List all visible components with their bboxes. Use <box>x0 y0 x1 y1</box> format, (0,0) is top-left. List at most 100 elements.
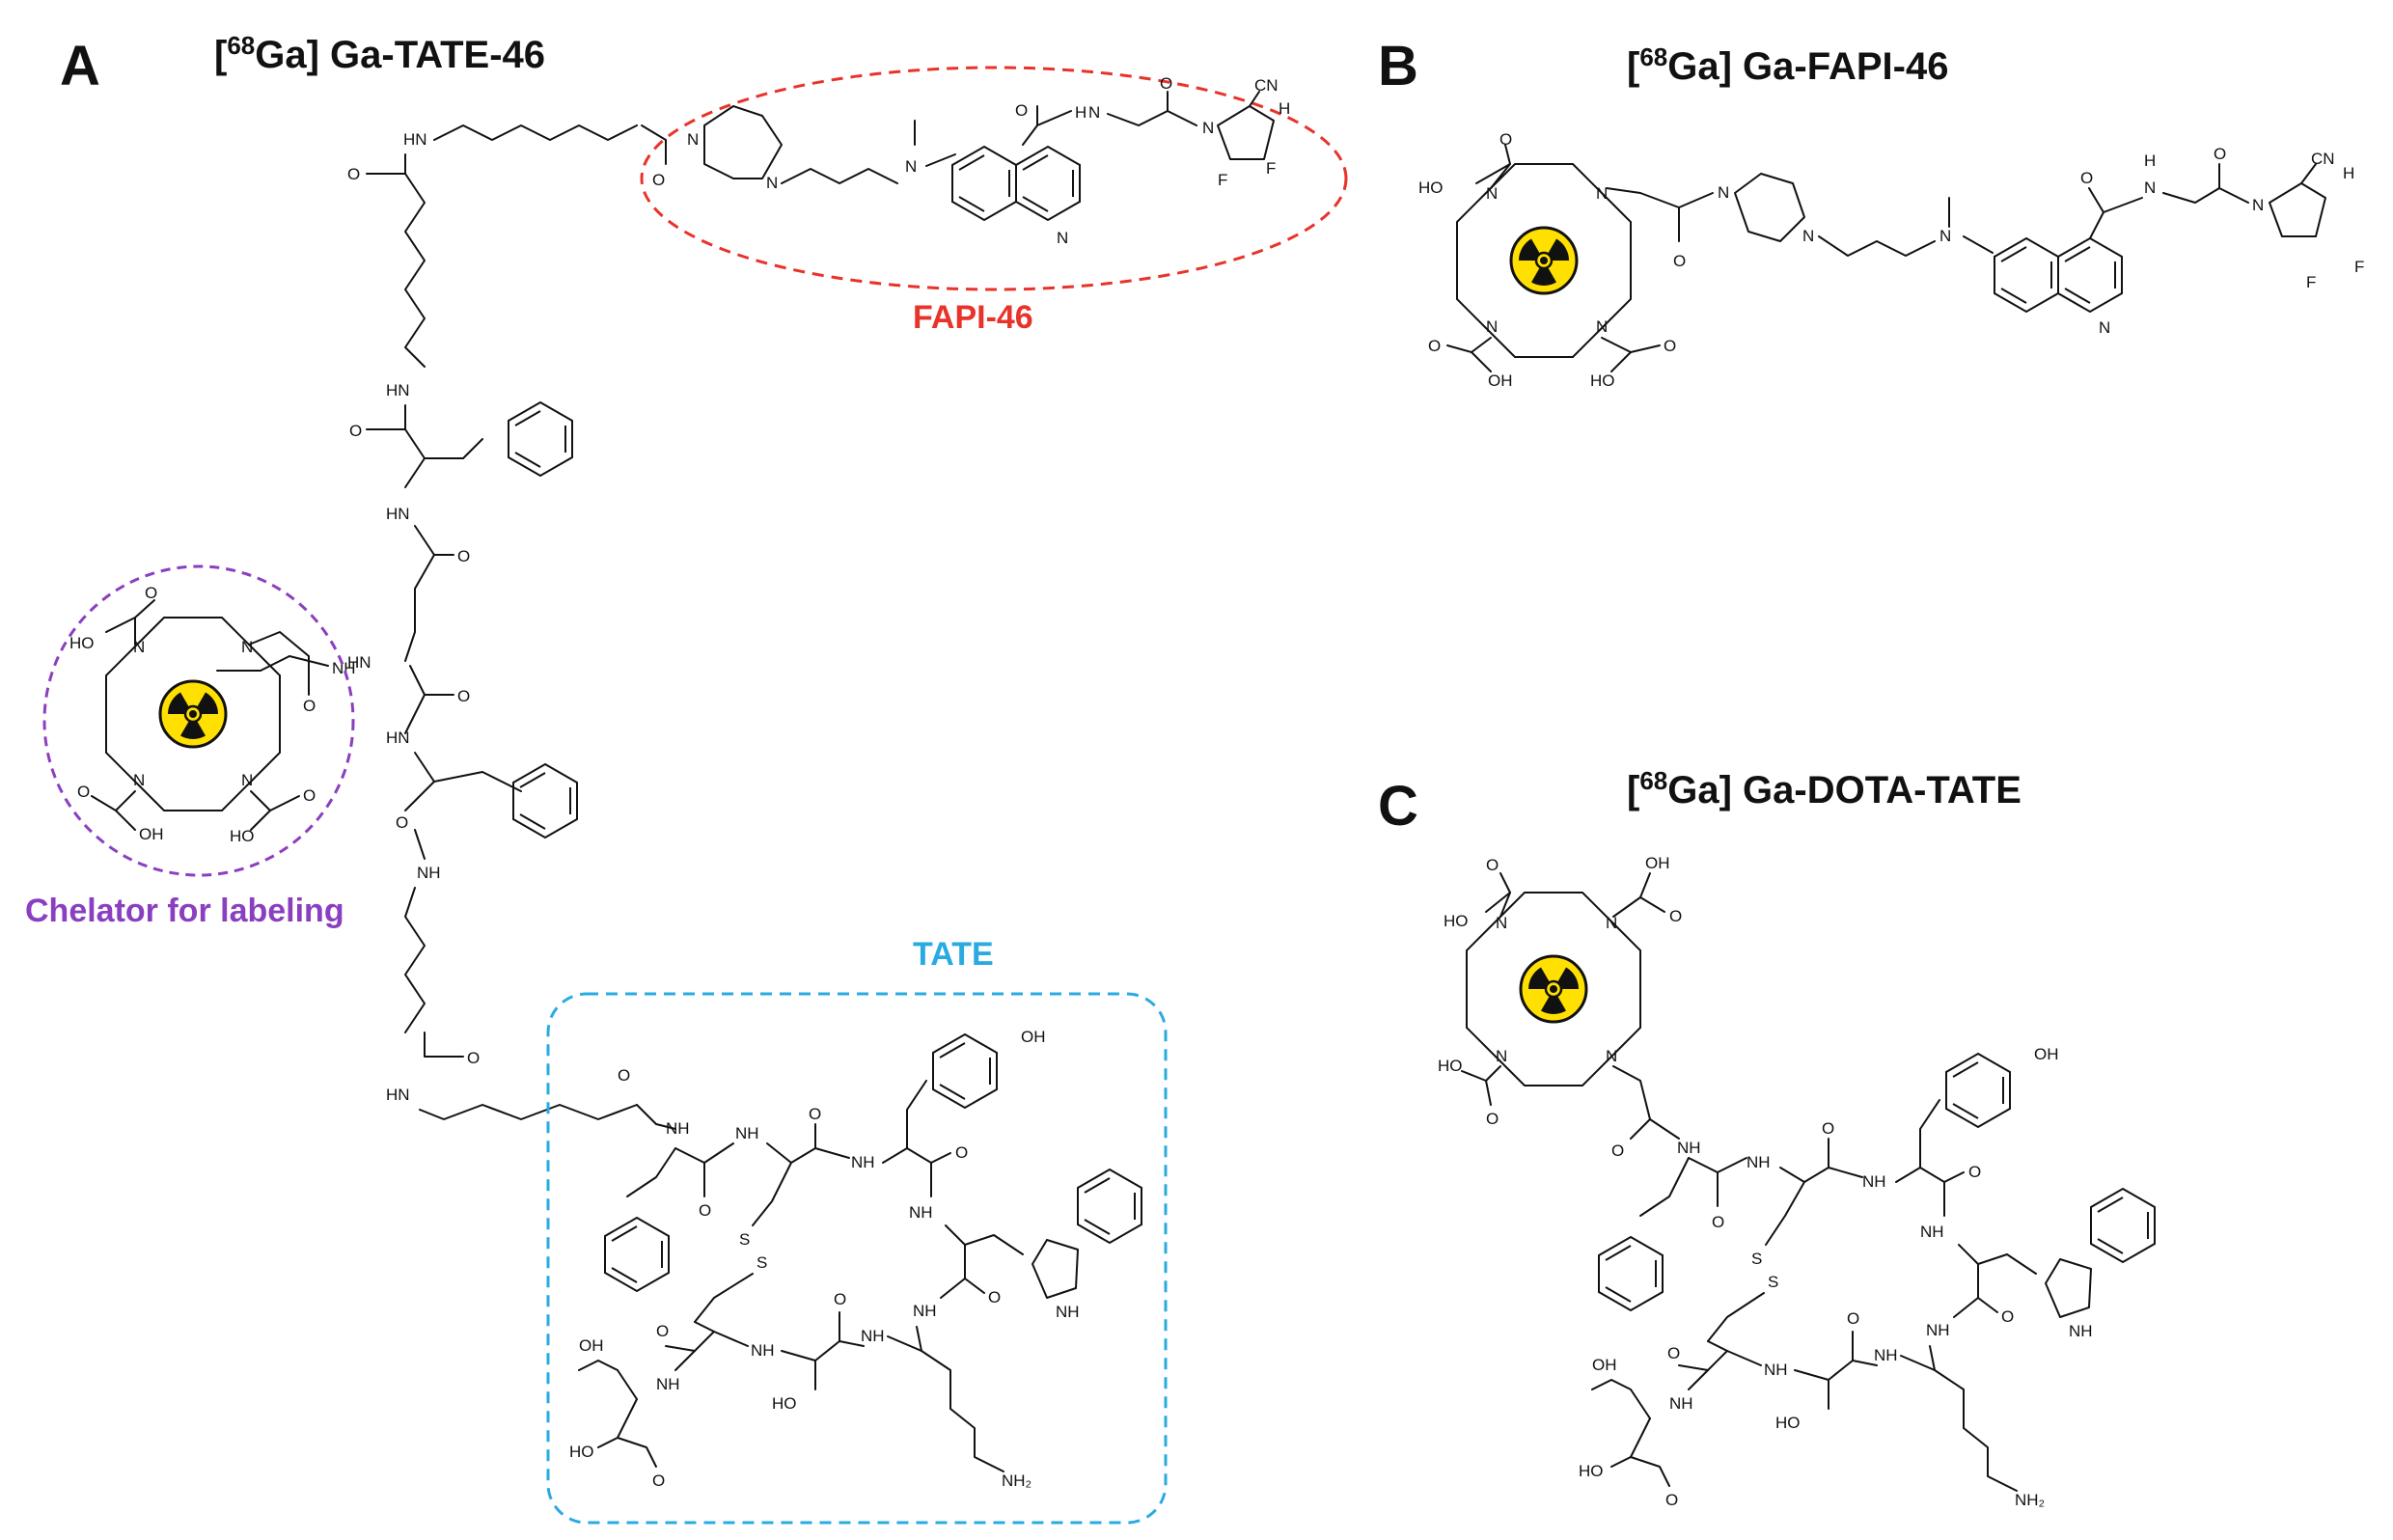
atom-label: HO <box>772 1394 797 1413</box>
atom-label: N <box>1496 1047 1507 1065</box>
atom-label: NH <box>666 1119 690 1138</box>
atom-label: HO <box>69 634 95 652</box>
atom-label: H <box>2144 151 2156 170</box>
atom-label: O <box>1712 1213 1724 1231</box>
atom-label: N <box>2099 318 2110 337</box>
atom-label: O <box>145 584 157 602</box>
atom-label: HN <box>347 653 371 672</box>
atom-label: HN <box>386 505 410 523</box>
fapi-46-region: O N N N N O H N O N CN H F F FAP <box>640 66 1348 336</box>
atom-label: O <box>1664 337 1676 355</box>
radiation-hazard-icon <box>1519 954 1588 1024</box>
atom-label: NH₂ <box>1002 1471 1031 1490</box>
atom-label: F <box>1266 159 1276 178</box>
atom-label: O <box>1486 856 1499 874</box>
atom-label: HO <box>230 827 255 845</box>
atom-label: HN <box>386 1086 410 1104</box>
atom-label: NH <box>861 1327 885 1345</box>
atom-label: NH <box>1677 1139 1701 1157</box>
atom-label: OH <box>579 1336 604 1355</box>
atom-label: N <box>2252 196 2264 214</box>
atom-label: N <box>1606 1047 1617 1065</box>
atom-label: O <box>618 1066 630 1085</box>
atom-label: N <box>1606 914 1617 932</box>
atom-label: HN <box>403 130 427 149</box>
atom-label: O <box>652 171 665 189</box>
atom-label: O <box>1486 1110 1499 1128</box>
panel-b: B [68Ga] Ga-FAPI-46 N N N N O HO O N N N… <box>1378 35 2364 390</box>
atom-label: HO <box>1444 912 1469 930</box>
atom-label: O <box>809 1105 821 1123</box>
atom-label: O <box>1665 1491 1678 1509</box>
atom-label: O <box>1968 1163 1981 1181</box>
atom-label: F <box>2306 273 2316 291</box>
atom-label: N <box>1596 184 1608 203</box>
atom-label: N <box>2144 179 2156 197</box>
atom-label: O <box>2080 169 2093 187</box>
atom-label: NH <box>1669 1394 1693 1413</box>
atom-label: O <box>955 1143 968 1162</box>
atom-label: S <box>739 1230 750 1249</box>
chelator-label: Chelator for labeling <box>25 893 344 929</box>
atom-label: F <box>1218 171 1227 189</box>
panel-b-letter: B <box>1378 35 1418 97</box>
atom-label: HO <box>1775 1414 1801 1432</box>
atom-label: N <box>1596 317 1608 336</box>
panel-b-title: [68Ga] Ga-FAPI-46 <box>1627 42 1948 88</box>
panel-a-letter: A <box>60 35 100 97</box>
atom-label: O <box>457 687 470 705</box>
atom-label: NH <box>913 1302 937 1320</box>
atom-label: OH <box>1488 371 1513 390</box>
atom-label: O <box>467 1049 480 1067</box>
atom-label: HO <box>1438 1057 1463 1075</box>
atom-label: HO <box>569 1443 594 1461</box>
atom-label: N <box>1939 227 1951 245</box>
atom-label: N <box>687 130 699 149</box>
tate-label: TATE <box>913 936 994 973</box>
atom-label: O <box>1015 101 1028 120</box>
panel-a-title: [68Ga] Ga-TATE-46 <box>214 31 545 76</box>
atom-label: O <box>303 697 316 715</box>
chelator-region: N N N N O HO O O OH O HO Chelator for la… <box>25 564 355 929</box>
radiation-hazard-icon <box>1509 226 1579 295</box>
atom-label: NH₂ <box>2015 1491 2045 1509</box>
atom-label: NH <box>1920 1223 1944 1241</box>
atom-label: O <box>1822 1119 1834 1138</box>
atom-label: NH <box>1764 1361 1788 1379</box>
atom-label: OH <box>1021 1028 1046 1046</box>
atom-label: N <box>905 157 917 176</box>
atom-label: HN <box>386 381 410 399</box>
atom-label: O <box>1667 1344 1680 1362</box>
atom-label: HO <box>1579 1462 1604 1480</box>
atom-label: N <box>1486 317 1498 336</box>
panel-c: C [68Ga] Ga-DOTA-TATE N N N N O HO OH O … <box>1378 766 2156 1509</box>
atom-label: F <box>2354 258 2364 276</box>
atom-label: O <box>656 1322 669 1340</box>
atom-label: CN <box>2311 150 2335 168</box>
atom-label: NH <box>735 1124 759 1142</box>
panel-a: A [68Ga] Ga-TATE-46 HN O HN O HN O HN O … <box>25 31 1348 1525</box>
atom-label: N <box>241 771 253 789</box>
atom-label: NH <box>656 1375 680 1393</box>
atom-label: O <box>1499 130 1512 149</box>
atom-label: N <box>1718 183 1729 202</box>
atom-label: N <box>1496 914 1507 932</box>
atom-label: O <box>699 1201 711 1220</box>
atom-label: O <box>2001 1307 2014 1326</box>
atom-label: H <box>2343 164 2354 182</box>
atom-label: HO <box>1418 179 1444 197</box>
atom-label: O <box>77 783 90 801</box>
atom-label: NH <box>1862 1172 1886 1191</box>
radiation-hazard-icon <box>158 679 228 749</box>
atom-label: N <box>241 638 253 656</box>
atom-label: O <box>347 165 360 183</box>
atom-label: OH <box>139 825 164 843</box>
atom-label: O <box>1428 337 1441 355</box>
tate-region: TATE O NH O NH O S S NH OH O NH <box>546 936 1168 1525</box>
fapi-46-label: FAPI-46 <box>913 299 1033 336</box>
atom-label: S <box>1751 1250 1762 1268</box>
atom-label: H <box>1279 99 1290 118</box>
atom-label: O <box>988 1288 1001 1306</box>
atom-label: N <box>1802 227 1814 245</box>
